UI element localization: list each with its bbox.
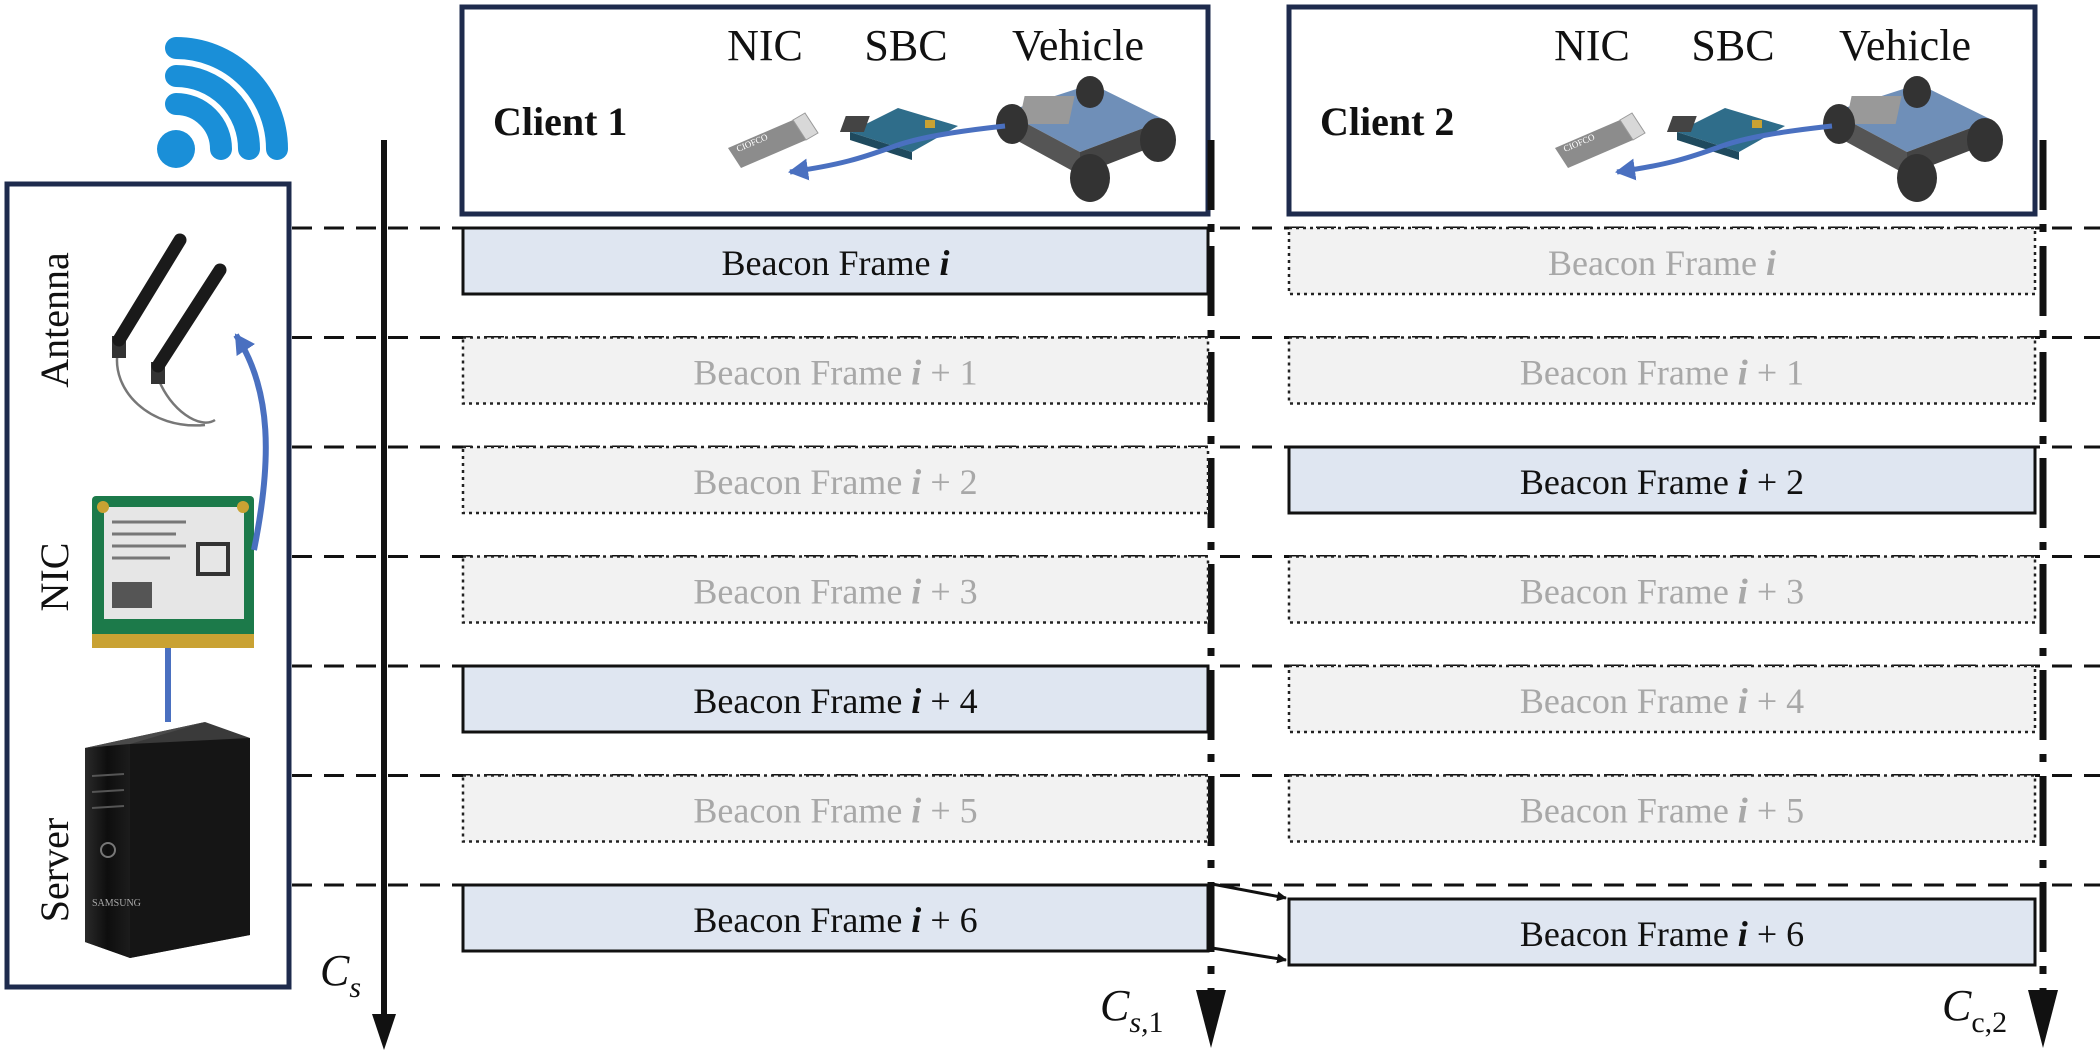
- client-1-vehicle-label: Vehicle: [1012, 21, 1144, 70]
- frame-box: [461, 226, 1210, 296]
- server-panel: SAMSUNG Antenna NIC Server: [4, 181, 292, 990]
- client-2-beacon-frame-missed: Beacon Frame i + 1: [1287, 336, 2037, 405]
- client-1-beacon-frame-received: Beacon Frame i + 4: [461, 664, 1210, 734]
- client-1-clock-arrowhead: [1196, 990, 1226, 1048]
- frame-label: Beacon Frame i + 1: [1520, 353, 1804, 393]
- frame-label: Beacon Frame i + 1: [693, 353, 977, 393]
- frame-box: [1287, 664, 2037, 734]
- client-2-sbc-label: SBC: [1691, 21, 1774, 70]
- client-1-nic-label: NIC: [727, 21, 803, 70]
- client-2-panel: Client 2 NIC SBC Vehicle CIOFCO: [1286, 4, 2038, 217]
- client-2-beacon-frame-received: Beacon Frame i + 2: [1287, 445, 2037, 515]
- frame-box: [461, 336, 1210, 405]
- wifi-icon: [157, 37, 288, 168]
- client-2-data-arrow: [1615, 123, 1833, 181]
- vehicle-icon: [996, 76, 1176, 202]
- server-clock-axis: Cs: [320, 140, 396, 1050]
- sbc-board-icon: [1666, 108, 1785, 160]
- frame-label: Beacon Frame i + 3: [693, 572, 977, 612]
- client-2-nic-label: NIC: [1554, 21, 1630, 70]
- client-1-clock-label: Cs,1: [1100, 981, 1164, 1039]
- client-2-clock-arrowhead: [2028, 990, 2058, 1048]
- frame-label: Beacon Frame i + 3: [1520, 572, 1804, 612]
- client-1-panel: Client 1 NIC SBC Vehicle CIOFCO: [459, 4, 1211, 217]
- client-2-beacon-frame-missed: Beacon Frame i + 3: [1287, 555, 2037, 624]
- client-1-beacon-frame-missed: Beacon Frame i + 5: [461, 774, 1210, 843]
- sync-arrow-bottom: [1211, 946, 1287, 964]
- beacon-frames: Beacon Frame i Beacon Frame i Beacon Frame…: [461, 226, 2037, 967]
- vehicle-icon: [1823, 76, 2003, 202]
- server-tower-icon: SAMSUNG: [85, 722, 250, 958]
- sync-arrow-top: [1211, 882, 1287, 902]
- nic-card-icon: [92, 496, 254, 648]
- client-1-data-arrow: [788, 123, 1006, 181]
- client-2-beacon-frame-received: Beacon Frame i + 6: [1287, 897, 2037, 967]
- server-clock-label: Cs: [320, 946, 361, 1004]
- client-1-beacon-frame-received: Beacon Frame i: [461, 226, 1210, 296]
- server-brand-label: SAMSUNG: [92, 898, 141, 909]
- client-1-beacon-frame-missed: Beacon Frame i + 2: [461, 445, 1210, 515]
- frame-box: [1287, 445, 2037, 515]
- frame-label: Beacon Frame i + 2: [693, 462, 977, 502]
- client-1-beacon-frame-missed: Beacon Frame i + 1: [461, 336, 1210, 405]
- frame-box: [461, 883, 1210, 953]
- antenna-label: Antenna: [32, 252, 77, 388]
- frame-label: Beacon Frame i + 6: [693, 900, 977, 940]
- frame-box: [461, 555, 1210, 624]
- frame-box: [1287, 774, 2037, 843]
- frame-label: Beacon Frame i: [1548, 243, 1776, 283]
- nic-to-antenna-arrow: [233, 333, 269, 551]
- nic-label: NIC: [32, 543, 77, 612]
- server-label: Server: [32, 818, 77, 922]
- frame-box: [1287, 897, 2037, 967]
- client-2-beacon-frame-missed: Beacon Frame i + 5: [1287, 774, 2037, 843]
- frame-box: [1287, 555, 2037, 624]
- frame-label: Beacon Frame i + 5: [693, 791, 977, 831]
- antenna-icon: [112, 233, 227, 427]
- frame-label: Beacon Frame i: [722, 243, 950, 283]
- client-1-sbc-label: SBC: [864, 21, 947, 70]
- frame-label: Beacon Frame i + 4: [693, 681, 977, 721]
- frame-label: Beacon Frame i + 5: [1520, 791, 1804, 831]
- client-2-beacon-frame-missed: Beacon Frame i: [1287, 226, 2037, 296]
- client-2-title: Client 2: [1320, 99, 1454, 144]
- frame-box: [1287, 226, 2037, 296]
- client-2-clock-label: Cc,2: [1942, 981, 2007, 1039]
- frame-box: [1287, 336, 2037, 405]
- frame-box: [461, 445, 1210, 515]
- client-1-beacon-frame-missed: Beacon Frame i + 3: [461, 555, 1210, 624]
- frame-box: [461, 664, 1210, 734]
- frame-label: Beacon Frame i + 6: [1520, 914, 1804, 954]
- sbc-board-icon: [839, 108, 958, 160]
- client-1-title: Client 1: [493, 99, 627, 144]
- frame-box: [461, 774, 1210, 843]
- frame-label: Beacon Frame i + 2: [1520, 462, 1804, 502]
- client-2-beacon-frame-missed: Beacon Frame i + 4: [1287, 664, 2037, 734]
- frame-label: Beacon Frame i + 4: [1520, 681, 1804, 721]
- client-2-vehicle-label: Vehicle: [1839, 21, 1971, 70]
- client-1-beacon-frame-received: Beacon Frame i + 6: [461, 883, 1210, 953]
